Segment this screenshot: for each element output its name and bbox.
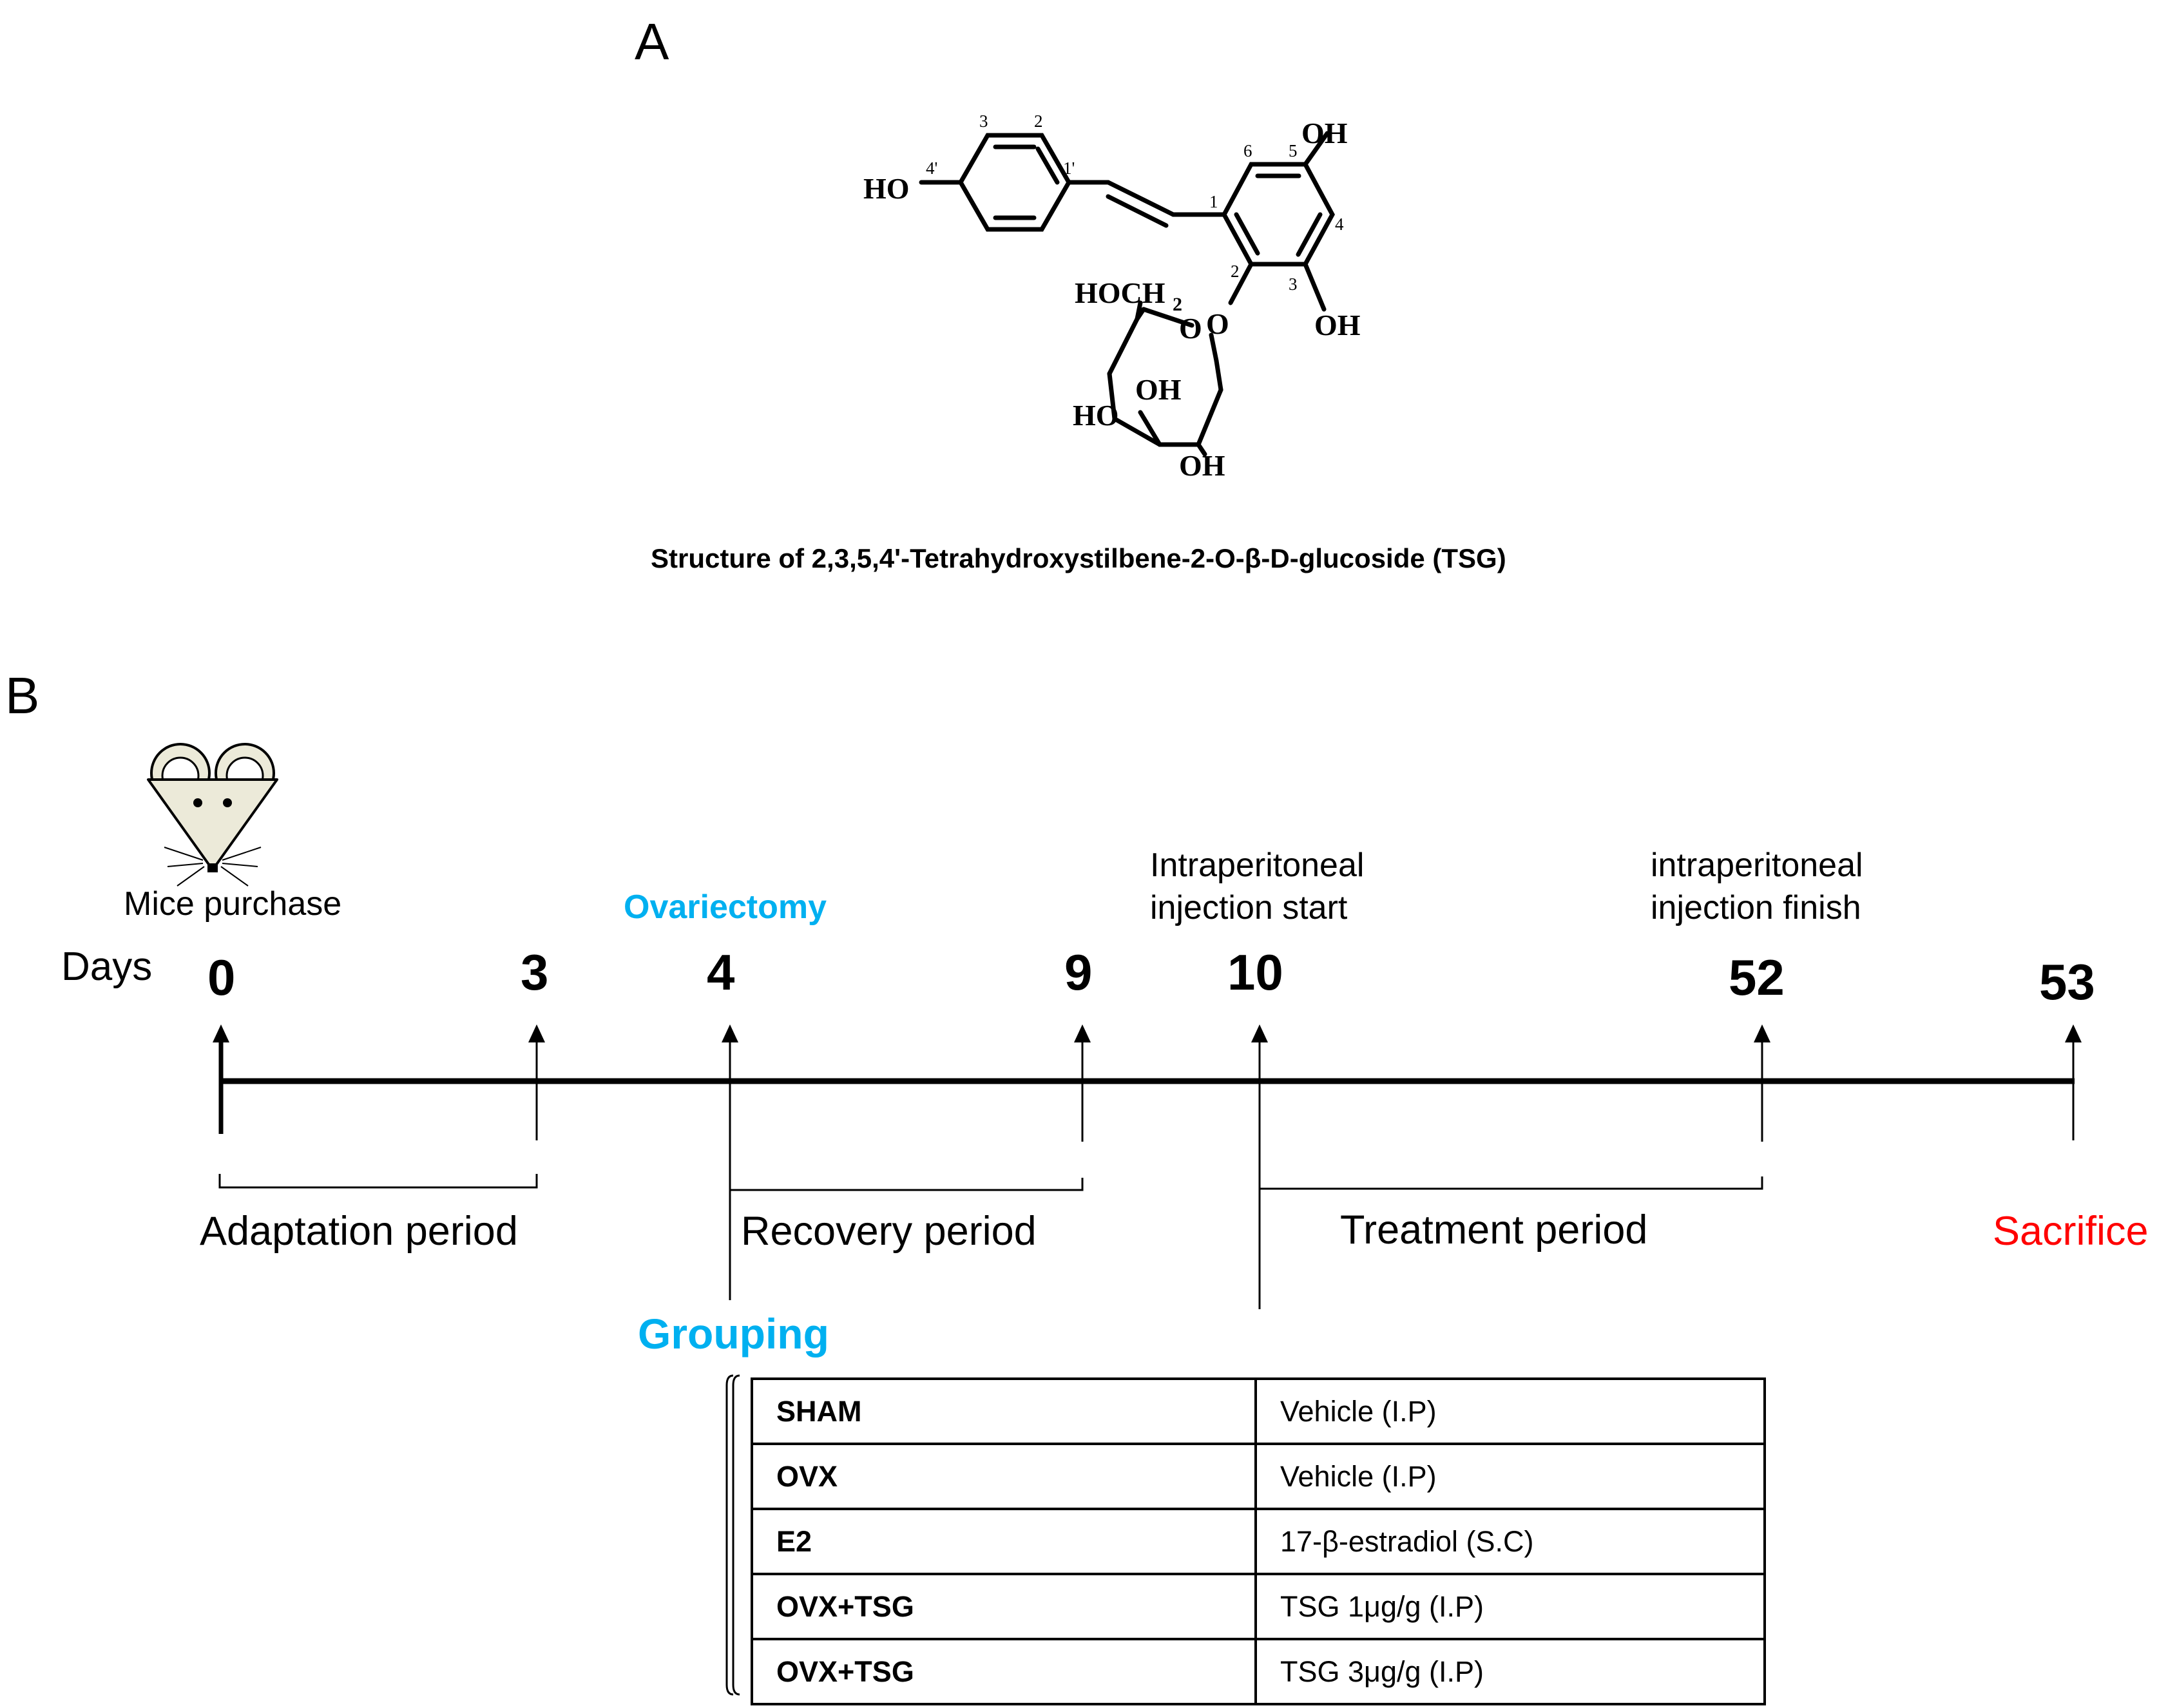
- ovariectomy-label: Ovariectomy: [624, 888, 827, 926]
- table-row: OVX Vehicle (I.P): [751, 1443, 1766, 1510]
- group-name: OVX: [751, 1443, 1257, 1510]
- mice-purchase-label: Mice purchase: [124, 885, 342, 923]
- ip-start-label: Intraperitoneal injection start: [1150, 844, 1364, 929]
- days-label: Days: [61, 945, 153, 989]
- group-treatment: Vehicle (I.P): [1254, 1443, 1766, 1510]
- position-1-prime: 1': [1063, 158, 1075, 178]
- group-treatment: TSG 3μg/g (I.P): [1254, 1638, 1766, 1705]
- treatment-period-label: Treatment period: [1340, 1207, 1648, 1252]
- structure-caption: Structure of 2,3,5,4'-Tetrahydroxystilbe…: [651, 543, 1506, 573]
- atom-hoch-subscript: 2: [1173, 294, 1182, 315]
- recovery-bracket: [729, 1178, 1084, 1191]
- panel-a-label: A: [635, 13, 669, 70]
- arrowhead-day-4: [722, 1024, 738, 1042]
- position-4: 4: [1335, 215, 1344, 234]
- day-9: 9: [1064, 944, 1093, 1001]
- group-name: OVX+TSG: [751, 1638, 1257, 1705]
- mouse-icon: [147, 743, 278, 887]
- arrowhead-day-0: [213, 1024, 229, 1042]
- position-3b: 3: [1289, 274, 1298, 294]
- ip-start-line-2: injection start: [1150, 889, 1348, 926]
- group-treatment: Vehicle (I.P): [1254, 1377, 1766, 1445]
- ip-finish-line-2: injection finish: [1651, 889, 1861, 926]
- day-4: 4: [707, 944, 735, 1001]
- position-6: 6: [1243, 141, 1252, 160]
- grouping-title: Grouping: [638, 1310, 829, 1358]
- atom-oh-top: OH: [1301, 117, 1348, 149]
- day-0: 0: [207, 949, 236, 1006]
- grouping-brace: [725, 1374, 734, 1696]
- atom-glycosidic-oxygen: O: [1206, 307, 1229, 340]
- position-4-prime: 4': [926, 158, 937, 178]
- atom-oh-right: OH: [1314, 309, 1361, 341]
- atom-ring-oxygen: O: [1179, 312, 1202, 345]
- table-row: OVX+TSG TSG 3μg/g (I.P): [751, 1638, 1766, 1705]
- ip-finish-line-1: intraperitoneal: [1651, 847, 1863, 884]
- grouping-table: SHAM Vehicle (I.P) OVX Vehicle (I.P) E2 …: [751, 1377, 1766, 1705]
- position-2: 2: [1034, 111, 1043, 131]
- table-row: E2 17-β-estradiol (S.C): [751, 1508, 1766, 1575]
- day-52: 52: [1729, 949, 1785, 1006]
- atom-oh-sugar-3: OH: [1179, 449, 1225, 482]
- atom-ho-sugar-2: HO: [1073, 399, 1119, 432]
- adaptation-bracket: [218, 1174, 538, 1189]
- group-name: SHAM: [751, 1377, 1257, 1445]
- recovery-period-label: Recovery period: [741, 1209, 1037, 1254]
- atom-ho-left: HO: [863, 172, 910, 205]
- treatment-bracket: [1260, 1176, 1763, 1190]
- group-name: OVX+TSG: [751, 1573, 1257, 1640]
- arrowhead-day-53: [2065, 1024, 2082, 1042]
- position-2b: 2: [1231, 262, 1240, 281]
- atom-oh-sugar-1: OH: [1135, 373, 1182, 406]
- position-1: 1: [1209, 192, 1218, 211]
- table-row: OVX+TSG TSG 1μg/g (I.P): [751, 1573, 1766, 1640]
- arrowhead-day-10: [1251, 1024, 1268, 1042]
- ip-start-line-1: Intraperitoneal: [1150, 847, 1365, 884]
- arrowhead-day-52: [1754, 1024, 1770, 1042]
- atom-hoch: HOCH: [1075, 276, 1165, 309]
- day-3: 3: [521, 944, 549, 1001]
- panel-b-label: B: [5, 667, 40, 724]
- group-treatment: 17-β-estradiol (S.C): [1254, 1508, 1766, 1575]
- group-treatment: TSG 1μg/g (I.P): [1254, 1573, 1766, 1640]
- day-10: 10: [1227, 944, 1283, 1001]
- day-53: 53: [2039, 954, 2095, 1010]
- sacrifice-label: Sacrifice: [1993, 1209, 2149, 1254]
- ip-finish-label: intraperitoneal injection finish: [1651, 844, 1863, 929]
- arrowhead-day-3: [528, 1024, 545, 1042]
- structure-bonds: [919, 131, 1335, 457]
- position-3: 3: [979, 111, 988, 131]
- group-name: E2: [751, 1508, 1257, 1575]
- position-5: 5: [1289, 141, 1298, 160]
- adaptation-period-label: Adaptation period: [200, 1209, 518, 1254]
- arrowhead-day-9: [1074, 1024, 1091, 1042]
- table-row: SHAM Vehicle (I.P): [751, 1377, 1766, 1445]
- tsg-structure: HO OH OH HOCH 2 O O OH HO OH 3 2 4' 1' 6…: [863, 111, 1361, 482]
